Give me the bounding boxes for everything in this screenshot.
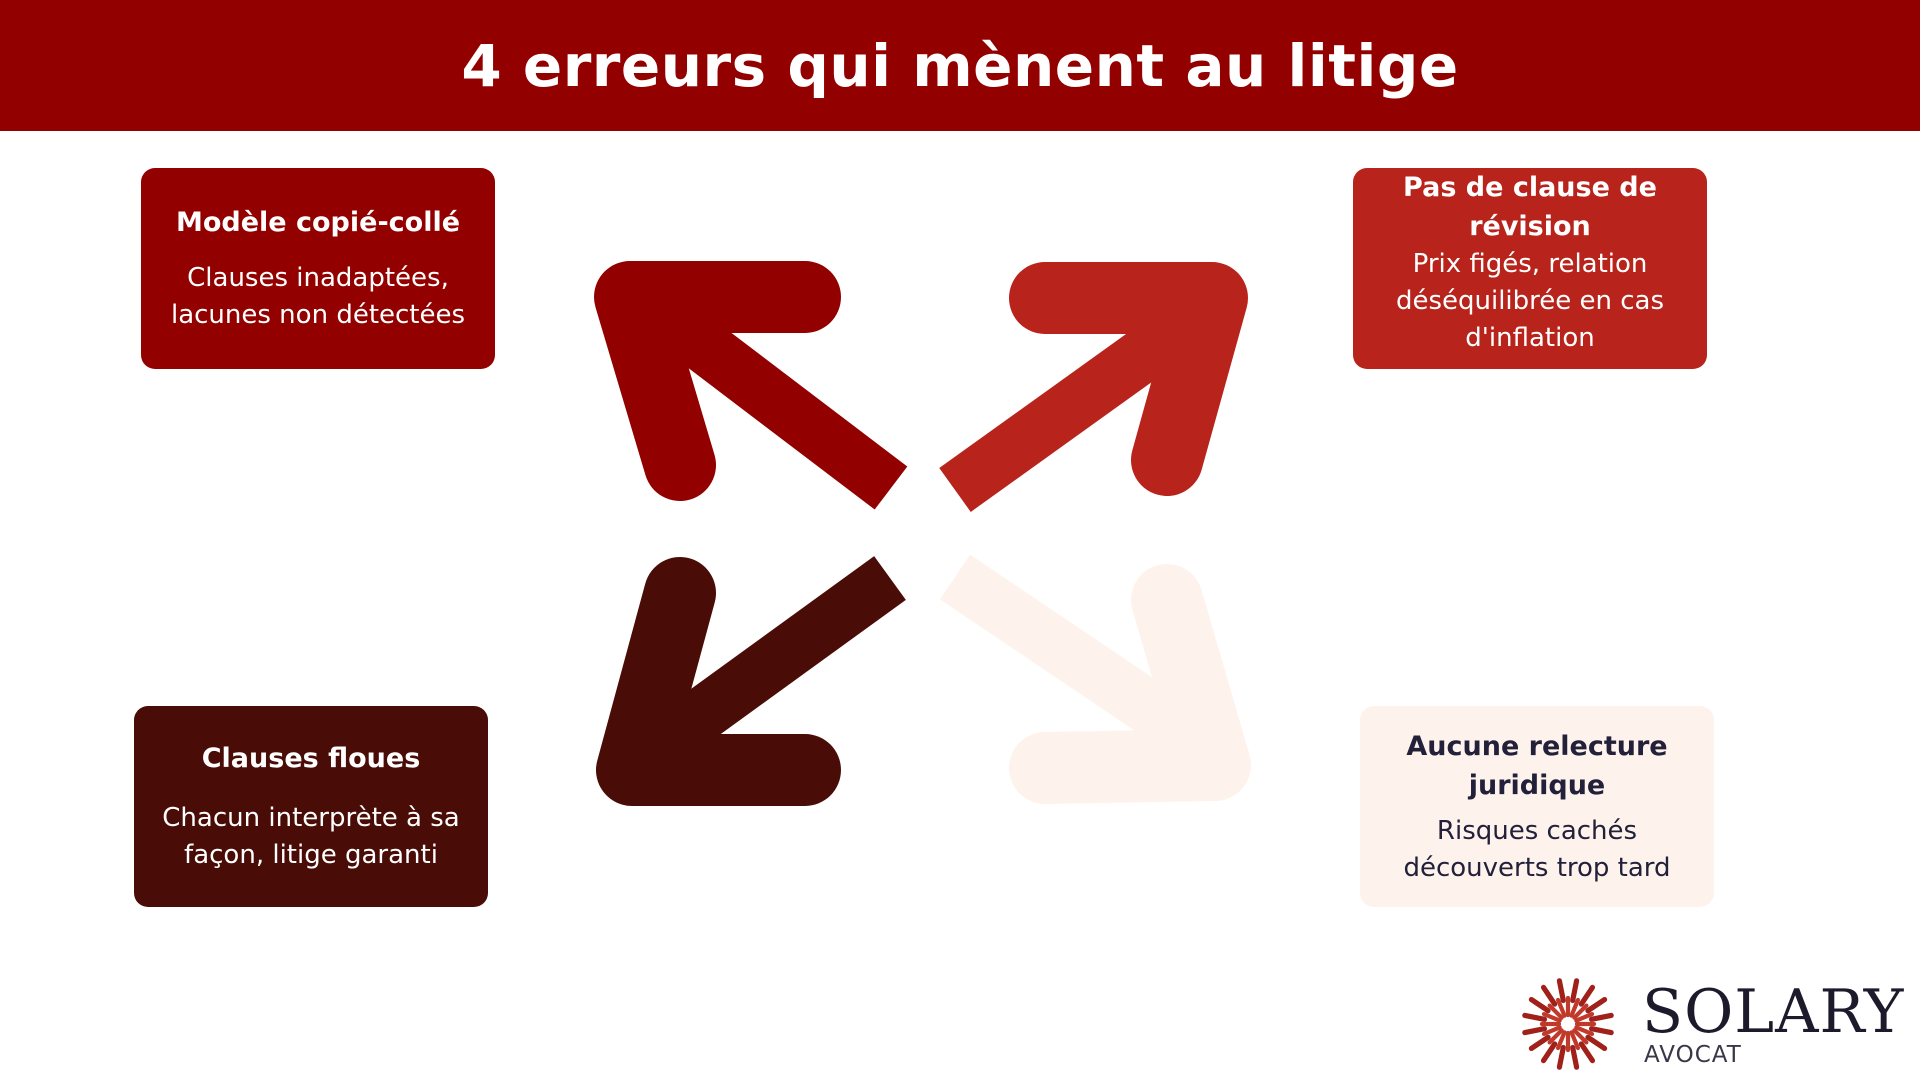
logo-petal	[1541, 1011, 1562, 1023]
card-description: Clauses inadaptées, lacunes non détectée…	[171, 260, 465, 334]
card-description-line: déséquilibrée en cas	[1395, 286, 1665, 316]
arrow-top-left-icon	[594, 261, 908, 510]
card-no-legal-review: Aucune relecture juridique Risques caché…	[1360, 706, 1714, 907]
card-description-line: Chacun interprète à sa	[162, 803, 460, 833]
arrow-top-right-icon	[939, 262, 1248, 512]
logo-petal	[1569, 1030, 1581, 1051]
logo-petal	[1578, 1041, 1596, 1064]
card-description-line: Clauses inadaptées,	[187, 263, 449, 293]
logo-petal	[1528, 996, 1551, 1014]
card-description: Prix figés, relation déséquilibrée en ca…	[1396, 246, 1664, 357]
page-title: 4 erreurs qui mènent au litige	[461, 31, 1459, 100]
logo-petal	[1556, 1044, 1566, 1070]
logo-petal	[1522, 1026, 1548, 1036]
card-description-line: Risques cachés	[1436, 815, 1638, 846]
logo-petal	[1574, 1011, 1595, 1023]
logo-brand: SOLARY	[1642, 977, 1905, 1047]
card-vague-clauses: Clauses floues Chacun interprète à sa fa…	[134, 706, 488, 907]
logo-petal	[1588, 1012, 1614, 1022]
card-title: Aucune relecture juridique	[1406, 727, 1667, 805]
logo-petal	[1556, 978, 1566, 1004]
card-title: Modèle copié-collé	[175, 207, 461, 238]
card-description-line: façon, litige garanti	[184, 840, 438, 870]
logo-petal	[1540, 1041, 1558, 1064]
card-copied-template: Modèle copié-collé Clauses inadaptées, l…	[141, 168, 495, 369]
arrow-bottom-right-icon	[939, 554, 1251, 804]
logo-petal	[1574, 1025, 1595, 1037]
logo-petal	[1585, 1034, 1608, 1052]
card-title: Pas de clause de révision	[1403, 168, 1657, 246]
card-title-line: révision	[1469, 211, 1591, 242]
logo-petal	[1569, 997, 1581, 1018]
card-description: Risques cachés découverts trop tard	[1403, 813, 1670, 887]
sunburst-logo-icon	[1522, 978, 1614, 1070]
logo-petal	[1540, 984, 1558, 1007]
card-title: Clauses floues	[201, 743, 421, 774]
logo-petal	[1547, 1003, 1564, 1020]
card-title-line: Aucune relecture	[1406, 730, 1668, 762]
card-description: Chacun interprète à sa façon, litige gar…	[162, 800, 459, 874]
card-description-line: lacunes non détectées	[170, 300, 466, 330]
logo-petal	[1555, 997, 1567, 1018]
logo-petal	[1528, 1034, 1551, 1052]
arrow-bottom-left-icon	[596, 556, 906, 806]
card-no-revision-clause: Pas de clause de révision Prix figés, re…	[1353, 168, 1707, 369]
card-description-line: d'inflation	[1465, 323, 1595, 353]
logo-petal	[1570, 978, 1580, 1004]
card-title-line: juridique	[1468, 769, 1606, 801]
logo-petal	[1588, 1026, 1614, 1036]
logo-subtitle: AVOCAT	[1644, 1042, 1742, 1068]
header-banner: 4 erreurs qui mènent au litige	[0, 0, 1920, 131]
logo-petal	[1578, 984, 1596, 1007]
logo-text: SOLARY AVOCAT	[1642, 981, 1904, 1067]
logo-petal	[1541, 1025, 1562, 1037]
card-description-line: Prix figés, relation	[1412, 249, 1648, 279]
card-description-line: découverts trop tard	[1403, 852, 1671, 883]
logo-petal	[1585, 996, 1608, 1014]
logo-petal	[1572, 1028, 1589, 1045]
logo-petal	[1572, 1003, 1589, 1020]
solary-logo: SOLARY AVOCAT	[1518, 974, 1904, 1074]
logo-petal	[1555, 1030, 1567, 1051]
card-title-line: Pas de clause de	[1403, 172, 1657, 203]
logo-petal	[1547, 1028, 1564, 1045]
logo-petal	[1570, 1044, 1580, 1070]
logo-petal	[1522, 1012, 1548, 1022]
